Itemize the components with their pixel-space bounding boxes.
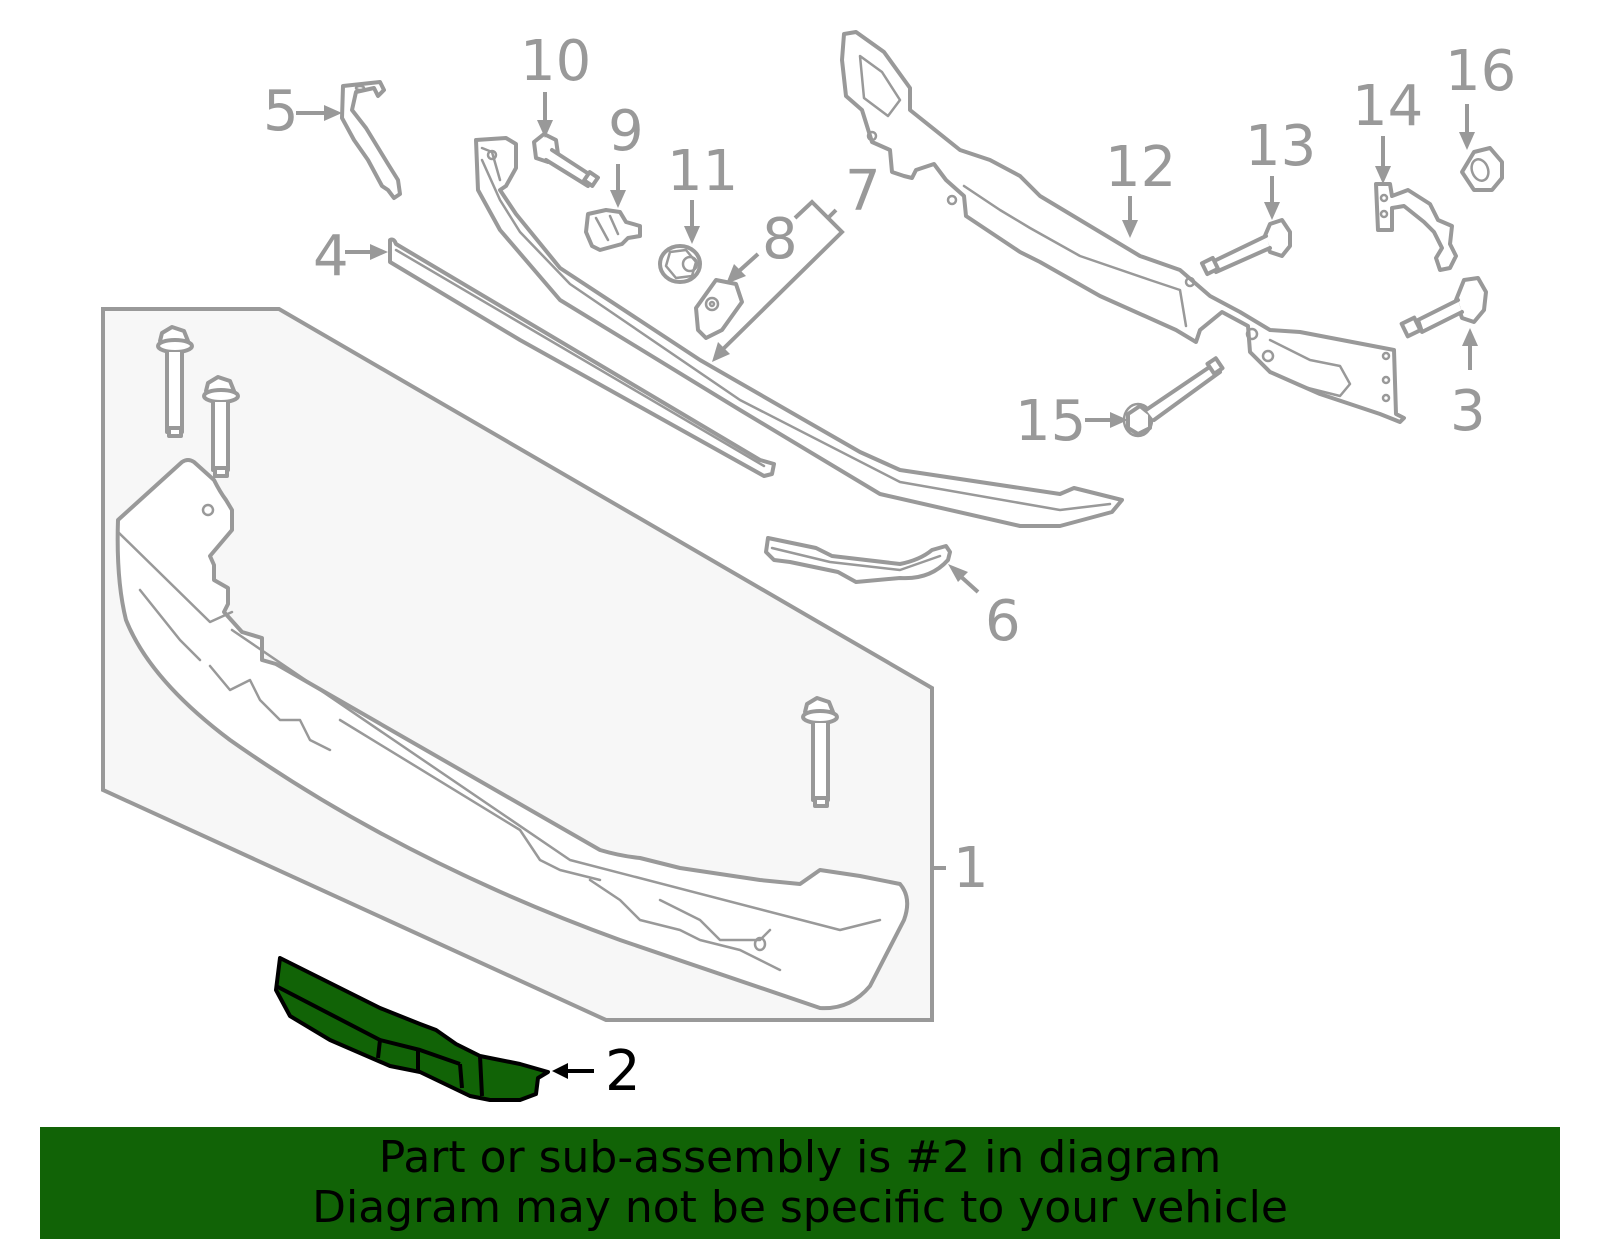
upper-trim-strip-part (388, 237, 776, 478)
callout-14[interactable]: 14 (1352, 74, 1423, 139)
callout-9[interactable]: 9 (608, 99, 644, 164)
bolt-icon (156, 325, 194, 438)
bolt-15-part (1122, 356, 1225, 438)
callout-11[interactable]: 11 (667, 139, 738, 204)
bolt-10-part (532, 132, 600, 188)
callout-8[interactable]: 8 (762, 207, 798, 272)
clip-part (584, 208, 642, 252)
bumper-assembly-part (115, 458, 910, 1011)
bracket-part (340, 80, 402, 200)
callout-5[interactable]: 5 (263, 79, 299, 144)
retainer-8-part (694, 278, 744, 340)
banner-line-1: Part or sub-assembly is #2 in diagram (378, 1132, 1222, 1183)
callout-2[interactable]: 2 (605, 1039, 641, 1104)
callout-1[interactable]: 1 (953, 836, 989, 901)
callout-4[interactable]: 4 (313, 224, 349, 289)
bracket-14-part (1374, 182, 1458, 272)
callout-16[interactable]: 16 (1445, 39, 1516, 104)
lower-trim-strip-part (764, 536, 952, 584)
nut-16-part (1460, 146, 1504, 192)
bolt-3-part (1399, 276, 1488, 339)
callout-12[interactable]: 12 (1105, 135, 1176, 200)
assembly-box-1 (101, 307, 946, 1022)
banner-line-2: Diagram may not be specific to your vehi… (312, 1182, 1288, 1233)
callout-10[interactable]: 10 (520, 29, 591, 94)
nut-11-part (658, 244, 702, 284)
reinforcement-bar-part (840, 30, 1406, 424)
air-deflector-part (474, 136, 1124, 528)
callout-3[interactable]: 3 (1450, 379, 1486, 444)
callout-7[interactable]: 7 (845, 159, 881, 224)
callout-15[interactable]: 15 (1015, 389, 1086, 454)
bolt-icon (202, 375, 240, 478)
skid-plate-highlighted-part[interactable] (274, 956, 550, 1102)
callout-6[interactable]: 6 (985, 589, 1021, 654)
bolt-13-part (1199, 218, 1292, 277)
callout-13[interactable]: 13 (1245, 114, 1316, 179)
info-banner: Part or sub-assembly is #2 in diagram Di… (40, 1127, 1560, 1239)
bolt-icon (801, 696, 839, 808)
